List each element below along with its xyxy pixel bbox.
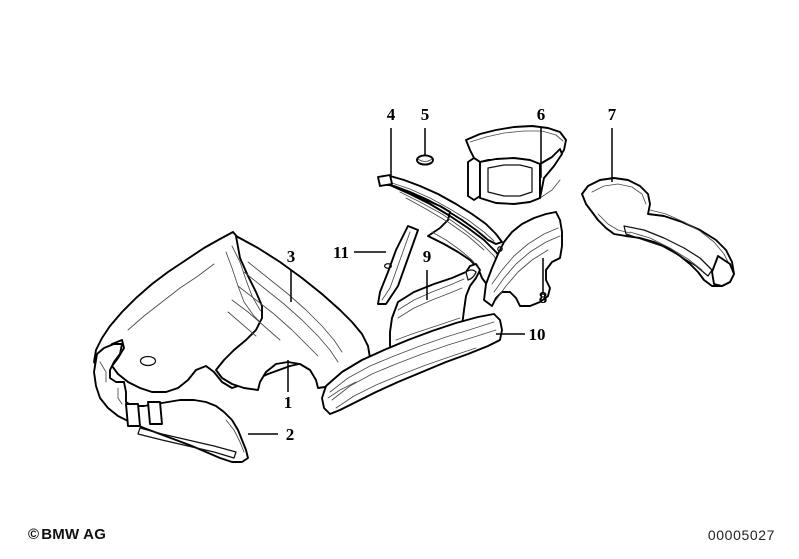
callout-number-6: 6 [537, 105, 546, 124]
part-rear-spoiler-seal [377, 174, 503, 245]
copyright-notice: ©BMW AG [28, 526, 106, 543]
part-plug-grommet [416, 154, 434, 166]
callout-number-5: 5 [421, 105, 430, 124]
callout-number-2: 2 [286, 425, 295, 444]
part-rocker-panel [321, 313, 503, 415]
copyright-text: BMW AG [41, 526, 107, 543]
copyright-icon: © [28, 526, 40, 543]
part-rear-wing-spoiler [465, 125, 567, 205]
callout-number-3: 3 [287, 247, 296, 266]
document-number: 00005027 [707, 527, 775, 543]
callout-layer: 1 2 3 4 5 6 7 8 9 10 11 [248, 105, 617, 444]
part-front-bumper [93, 343, 249, 463]
callout-number-9: 9 [423, 247, 432, 266]
part-front-fender [215, 235, 371, 391]
callout-number-10: 10 [529, 325, 546, 344]
callout-number-7: 7 [608, 105, 617, 124]
callout-number-4: 4 [387, 105, 396, 124]
part-rear-quarter-panel-trim [483, 211, 563, 307]
part-rear-bumper [581, 177, 735, 287]
callout-number-8: 8 [539, 288, 548, 307]
callout-number-1: 1 [284, 393, 293, 412]
callout-number-11: 11 [333, 243, 349, 262]
part-b-pillar-trim [377, 225, 419, 305]
part-rear-decklid [391, 185, 511, 291]
